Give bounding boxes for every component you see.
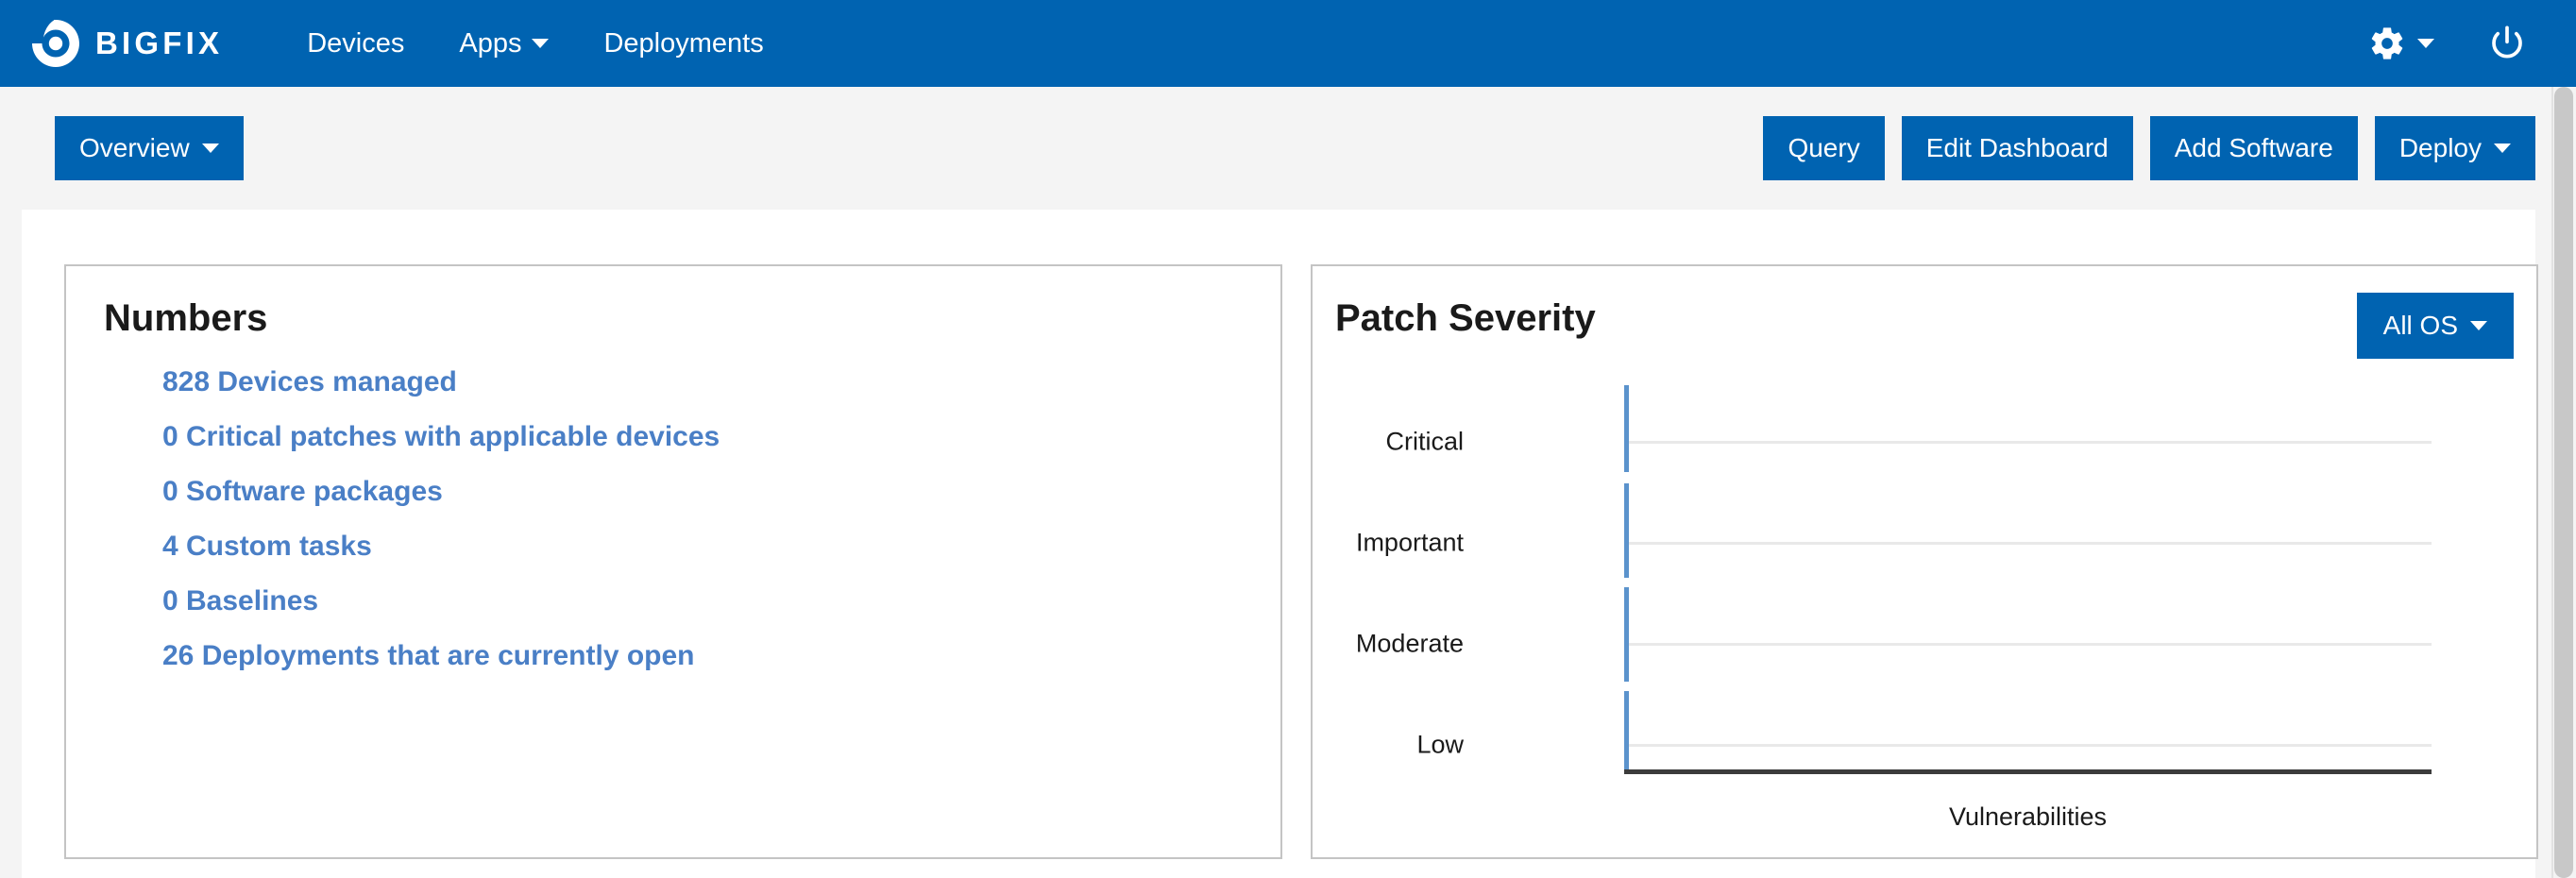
gridline-low bbox=[1629, 744, 2432, 747]
nav-item-deployments[interactable]: Deployments bbox=[576, 0, 790, 87]
list-item-custom-tasks[interactable]: 4 Custom tasks bbox=[162, 531, 372, 562]
numbers-card-title: Numbers bbox=[104, 297, 268, 339]
deploy-dropdown-label: Deploy bbox=[2398, 133, 2482, 162]
page-scrollbar[interactable] bbox=[2551, 87, 2576, 878]
overview-dropdown-button[interactable]: Overview bbox=[55, 116, 244, 180]
deploy-dropdown-button[interactable]: Deploy bbox=[2374, 116, 2535, 180]
chevron-down-icon bbox=[2494, 144, 2511, 153]
brand-name: BIGFIX bbox=[95, 25, 224, 60]
nav-links: Devices Apps Deployments bbox=[280, 0, 791, 87]
patch-severity-card: Patch Severity All OS Critical Important… bbox=[1311, 264, 2538, 859]
patch-severity-chart: Critical Important Moderate Low bbox=[1313, 368, 2540, 840]
power-logout-button[interactable] bbox=[2478, 24, 2536, 63]
os-filter-label: All OS bbox=[2382, 311, 2458, 340]
gear-icon bbox=[2371, 27, 2403, 59]
list-item-critical-patches[interactable]: 0 Critical patches with applicable devic… bbox=[162, 421, 720, 452]
dashboard-cards: Numbers 828 Devices managed 0 Critical p… bbox=[64, 264, 2538, 859]
x-axis-baseline bbox=[1624, 769, 2432, 774]
patch-severity-card-title: Patch Severity bbox=[1335, 297, 1596, 339]
settings-menu-button[interactable] bbox=[2359, 25, 2444, 62]
nav-item-apps-label: Apps bbox=[459, 27, 522, 59]
add-software-button-label: Add Software bbox=[2174, 133, 2333, 162]
y-axis-segment-moderate bbox=[1624, 587, 1629, 682]
power-icon bbox=[2492, 25, 2522, 59]
gridline-important bbox=[1629, 542, 2432, 545]
os-filter-dropdown-button[interactable]: All OS bbox=[2356, 293, 2514, 359]
query-button-label: Query bbox=[1788, 133, 1860, 162]
edit-dashboard-button[interactable]: Edit Dashboard bbox=[1901, 116, 2133, 180]
bigfix-brand[interactable]: BIGFIX bbox=[31, 19, 223, 68]
y-axis-segment-low bbox=[1624, 691, 1629, 771]
query-button[interactable]: Query bbox=[1763, 116, 1885, 180]
page-scrollbar-thumb[interactable] bbox=[2554, 87, 2573, 878]
numbers-list: 828 Devices managed 0 Critical patches w… bbox=[162, 355, 1243, 684]
y-tick-label-critical: Critical bbox=[1385, 427, 1464, 456]
chevron-down-icon bbox=[2417, 39, 2434, 48]
nav-item-apps[interactable]: Apps bbox=[432, 0, 576, 87]
chevron-down-icon bbox=[201, 144, 219, 153]
y-axis-segment-important bbox=[1624, 483, 1629, 578]
nav-item-devices-label: Devices bbox=[307, 27, 405, 59]
x-axis-title: Vulnerabilities bbox=[1948, 802, 2108, 831]
edit-dashboard-button-label: Edit Dashboard bbox=[1925, 133, 2109, 162]
overview-dropdown-label: Overview bbox=[79, 133, 190, 162]
list-item-baselines[interactable]: 0 Baselines bbox=[162, 585, 319, 616]
dashboard-toolbar: Overview Query Edit Dashboard Add Softwa… bbox=[0, 87, 2576, 210]
top-navigation-bar: BIGFIX Devices Apps Deployments bbox=[0, 0, 2576, 87]
navbar-right-actions bbox=[2359, 24, 2536, 63]
add-software-button[interactable]: Add Software bbox=[2149, 116, 2358, 180]
y-axis-segment-critical bbox=[1624, 385, 1629, 472]
y-tick-label-important: Important bbox=[1355, 528, 1464, 557]
gridline-moderate bbox=[1629, 643, 2432, 646]
dashboard-content: Numbers 828 Devices managed 0 Critical p… bbox=[22, 210, 2538, 878]
bigfix-circle-b-logo bbox=[31, 19, 79, 67]
chart-plot-area bbox=[1624, 368, 2432, 774]
y-tick-label-moderate: Moderate bbox=[1355, 629, 1464, 658]
gridline-critical bbox=[1629, 441, 2432, 444]
nav-item-deployments-label: Deployments bbox=[603, 27, 764, 59]
list-item-open-deployments[interactable]: 26 Deployments that are currently open bbox=[162, 640, 695, 671]
y-tick-label-low: Low bbox=[1416, 730, 1464, 759]
list-item-software-packages[interactable]: 0 Software packages bbox=[162, 476, 443, 507]
nav-item-devices[interactable]: Devices bbox=[280, 0, 432, 87]
chevron-down-icon bbox=[532, 39, 550, 48]
list-item-devices-managed[interactable]: 828 Devices managed bbox=[162, 366, 457, 397]
chevron-down-icon bbox=[2470, 321, 2487, 330]
numbers-card: Numbers 828 Devices managed 0 Critical p… bbox=[64, 264, 1282, 859]
toolbar-actions: Query Edit Dashboard Add Software Deploy bbox=[1763, 116, 2535, 180]
